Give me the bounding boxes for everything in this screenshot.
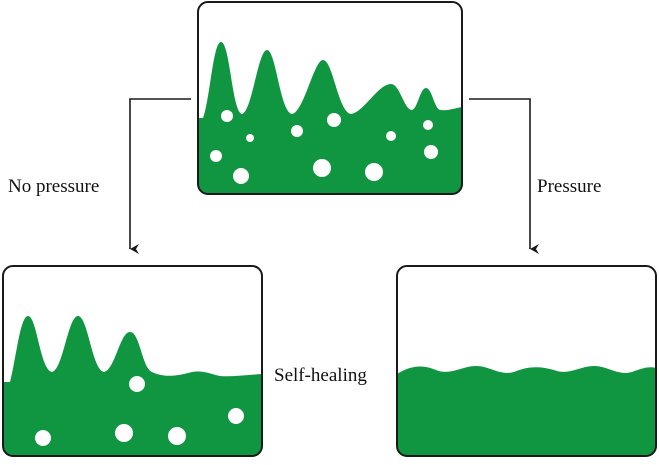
void-bubble	[365, 163, 383, 181]
self-healing-label: Self-healing	[274, 365, 367, 386]
void-bubble	[246, 134, 254, 142]
void-bubble	[424, 145, 438, 159]
void-bubble	[327, 113, 341, 127]
void-bubble	[228, 408, 244, 424]
void-bubbles	[210, 110, 438, 184]
pressure-arrow	[469, 98, 539, 254]
panel-frame	[396, 265, 657, 457]
void-bubble	[233, 168, 249, 184]
no-pressure-arrow	[129, 98, 191, 254]
pressure-label: Pressure	[537, 176, 602, 197]
fully-healed-green-layer	[397, 366, 656, 456]
no-pressure-panel	[2, 265, 263, 457]
void-bubble	[291, 125, 303, 137]
void-bubble	[168, 427, 186, 445]
void-bubble	[423, 120, 433, 130]
void-bubble	[35, 430, 51, 446]
void-bubble	[129, 376, 145, 392]
initial-state-panel	[197, 1, 463, 195]
void-bubble	[115, 424, 133, 442]
void-bubble	[386, 131, 396, 141]
panel-frame	[197, 1, 463, 195]
void-bubble	[221, 110, 233, 122]
remaining-void-bubbles	[35, 376, 244, 446]
void-bubble	[210, 150, 222, 162]
pressure-panel	[396, 265, 657, 457]
panel-frame	[2, 265, 263, 457]
no-pressure-label: No pressure	[8, 176, 100, 197]
void-bubble	[313, 159, 331, 177]
